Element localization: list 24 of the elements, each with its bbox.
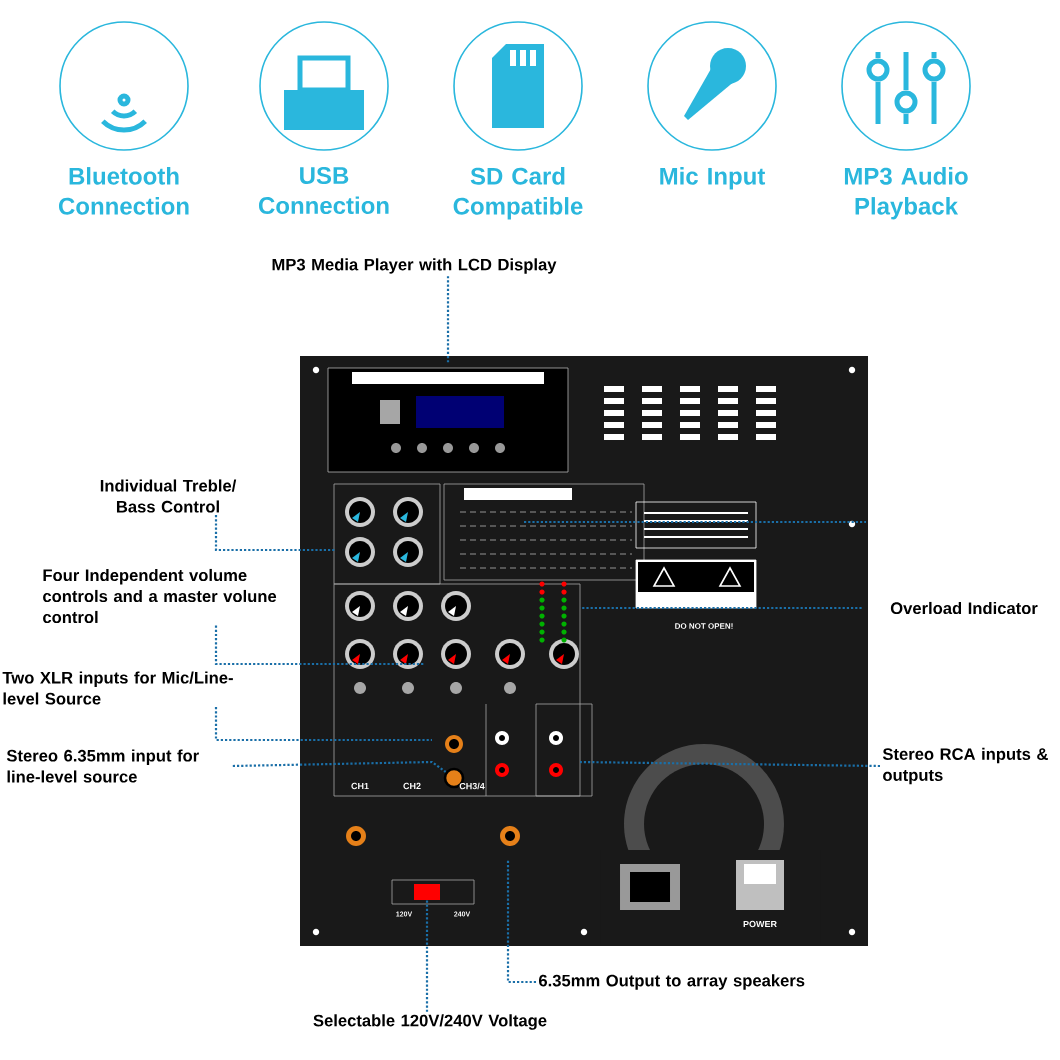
callout-text: Individual Treble/ Bass Control — [100, 479, 237, 513]
feature-label: SD Card Compatible — [453, 167, 583, 220]
leader-line — [214, 707, 432, 742]
callout-text: MP3 Media Player with LCD Display — [272, 258, 557, 274]
callout-text: Stereo RCA inputs & outputs — [882, 747, 1048, 785]
leader-line — [232, 760, 447, 773]
callout-text: 6.35mm Output to array speakers — [539, 974, 805, 990]
feature-label: Mic Input — [660, 167, 766, 190]
leader-line — [214, 625, 424, 666]
feature-label: MP3 Audio Playback — [844, 167, 968, 220]
leader-line — [214, 515, 336, 552]
leader-line — [506, 860, 536, 984]
leader-line — [580, 760, 881, 768]
leader-line — [446, 276, 450, 364]
feature-label: USB Connection — [259, 167, 389, 215]
callout-text: Stereo 6.35mm input for line-level source — [6, 749, 199, 783]
callout-text: Four Independent volume controls and a master volune control — [43, 568, 277, 624]
callout-text: Two XLR inputs for Mic/Line-level Source — [2, 671, 233, 705]
leader-line — [580, 606, 862, 610]
callout-text: Selectable 120V/240V Voltage — [313, 1014, 547, 1030]
feature-label: Bluetooth Connection — [59, 167, 189, 215]
voltage-switch — [414, 884, 440, 900]
leader-line — [425, 900, 429, 1012]
callout-text: Overload Indicator — [890, 601, 1038, 615]
